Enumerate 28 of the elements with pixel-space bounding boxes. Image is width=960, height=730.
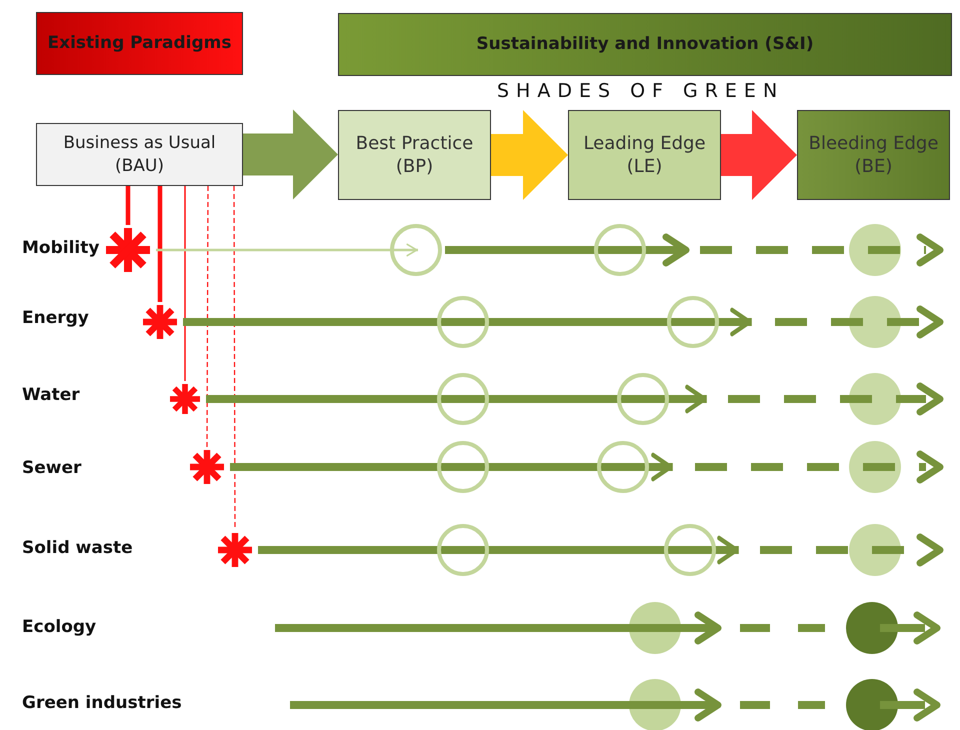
stage-box: Leading Edge (LE) bbox=[568, 110, 721, 200]
asterisk-icon bbox=[167, 381, 203, 417]
row-label: Water bbox=[22, 385, 80, 405]
arrow bbox=[156, 244, 418, 256]
row-label: Solid waste bbox=[22, 538, 133, 558]
stage-box: Business as Usual (BAU) bbox=[36, 123, 243, 186]
block-arrow bbox=[721, 110, 797, 200]
block-arrow bbox=[243, 110, 338, 200]
connector-line bbox=[233, 186, 236, 530]
section-title: SHADES OF GREEN bbox=[497, 80, 784, 102]
row-label: Ecology bbox=[22, 617, 96, 637]
asterisk-icon bbox=[187, 447, 227, 487]
connector-line bbox=[184, 186, 186, 381]
asterisk-icon bbox=[140, 302, 180, 342]
row-label: Sewer bbox=[22, 458, 82, 478]
connector-line bbox=[126, 186, 130, 225]
asterisk-icon bbox=[103, 225, 153, 275]
connector-line bbox=[206, 186, 209, 447]
stage-box: Bleeding Edge (BE) bbox=[797, 110, 950, 200]
header-banner: Existing Paradigms bbox=[36, 12, 243, 75]
row-label: Mobility bbox=[22, 238, 100, 258]
header-banner: Sustainability and Innovation (S&I) bbox=[338, 13, 952, 76]
stage-box: Best Practice (BP) bbox=[338, 110, 491, 200]
connector-line bbox=[158, 186, 162, 302]
asterisk-icon bbox=[215, 530, 255, 570]
block-arrow bbox=[491, 110, 568, 200]
row-label: Energy bbox=[22, 308, 89, 328]
row-label: Green industries bbox=[22, 693, 182, 713]
